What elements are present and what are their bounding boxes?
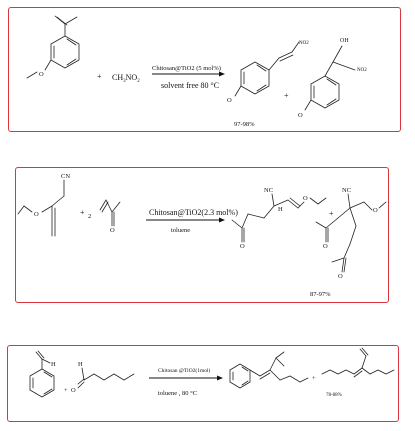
plus-sign-2: + [284, 91, 289, 100]
nitrostyrene-structure: NO2 O [227, 41, 309, 104]
catalyst-label: Chitosan@TiO2 (5 mol%) [152, 65, 221, 72]
cyano-label: CN [61, 173, 70, 180]
bis-adduct-structure: NC O O O [315, 187, 387, 280]
scheme-3-drawing: H + O H Chitosan @TiO2(1mol) toluene , 8… [29, 347, 395, 398]
nitrile-label-a: NC [264, 187, 273, 194]
plus-sign-1: + [97, 72, 102, 81]
solvent-label: toluene [171, 227, 190, 234]
hydrogen-label: H [278, 206, 283, 213]
cyano-ether-structure: CN O [17, 173, 70, 237]
mono-adduct-structure: NC H O O [231, 187, 327, 250]
nitro-label-b: NO2 [357, 68, 367, 73]
plus-sign-2: + [312, 375, 316, 382]
conditions-label: toluene , 80 °C [158, 390, 197, 397]
scheme-3-panel: H + O H Chitosan @TiO2(1mol) toluene , 8… [7, 345, 399, 422]
ether-oxygen-label: O [34, 211, 39, 218]
scheme-1-drawing: O + CH3NO2 Chitosan@TiO2 (5 mol%) solven… [26, 15, 367, 128]
ketone-oxygen-c: O [323, 243, 328, 250]
aldehyde-o-label: O [71, 387, 76, 394]
oxygen-label-b: O [227, 97, 232, 104]
plus-sign-1: + [80, 208, 85, 217]
aldehyde-h-label-a: H [51, 361, 56, 368]
scheme-2-drawing: CN O + 2 O Chitosan@TiO2(2.3 mol%) tolue… [17, 173, 387, 298]
ketone-oxygen-label: O [110, 227, 115, 234]
catalyst-label: Chitosan@TiO2(2.3 mol%) [149, 208, 238, 217]
benzaldehyde-structure: H [29, 350, 56, 398]
aldehyde-h-label-b: H [78, 361, 83, 368]
ether-oxygen-b: O [303, 195, 308, 202]
yield-label: 97-98% [234, 121, 255, 128]
ketone-oxygen-b: O [240, 243, 245, 250]
scheme-2-panel: CN O + 2 O Chitosan@TiO2(2.3 mol%) tolue… [15, 167, 389, 303]
enal-product-structure [321, 347, 395, 378]
coefficient-label: 2 [88, 213, 91, 220]
yield-label: 78-88% [326, 393, 342, 398]
hydroxyl-label: OH [340, 38, 349, 44]
ether-oxygen-c: O [373, 207, 378, 214]
oxygen-label: O [39, 71, 44, 78]
alkene-product-structure [229, 351, 309, 389]
yield-label: 87-97% [310, 291, 331, 298]
ketone-oxygen-d: O [338, 273, 343, 280]
nitroalcohol-structure: OH NO2 O [298, 38, 367, 119]
catalyst-label: Chitosan @TiO2(1mol) [158, 367, 211, 374]
plus-sign-1: + [64, 387, 68, 394]
nitro-label-a: NO2 [299, 41, 309, 46]
methoxyacetophenone-structure: O [26, 15, 80, 79]
heptanal-structure: O H [71, 361, 135, 394]
nitromethane-label: CH3NO2 [112, 73, 140, 84]
conditions-label: solvent free 80 °C [161, 81, 219, 90]
oxygen-label-c: O [298, 112, 303, 119]
nitrile-label-b: NC [342, 187, 351, 194]
scheme-1-panel: O + CH3NO2 Chitosan@TiO2 (5 mol%) solven… [8, 7, 401, 132]
plus-sign-2: + [329, 209, 334, 218]
vinyl-ketone-structure: O [99, 199, 121, 234]
